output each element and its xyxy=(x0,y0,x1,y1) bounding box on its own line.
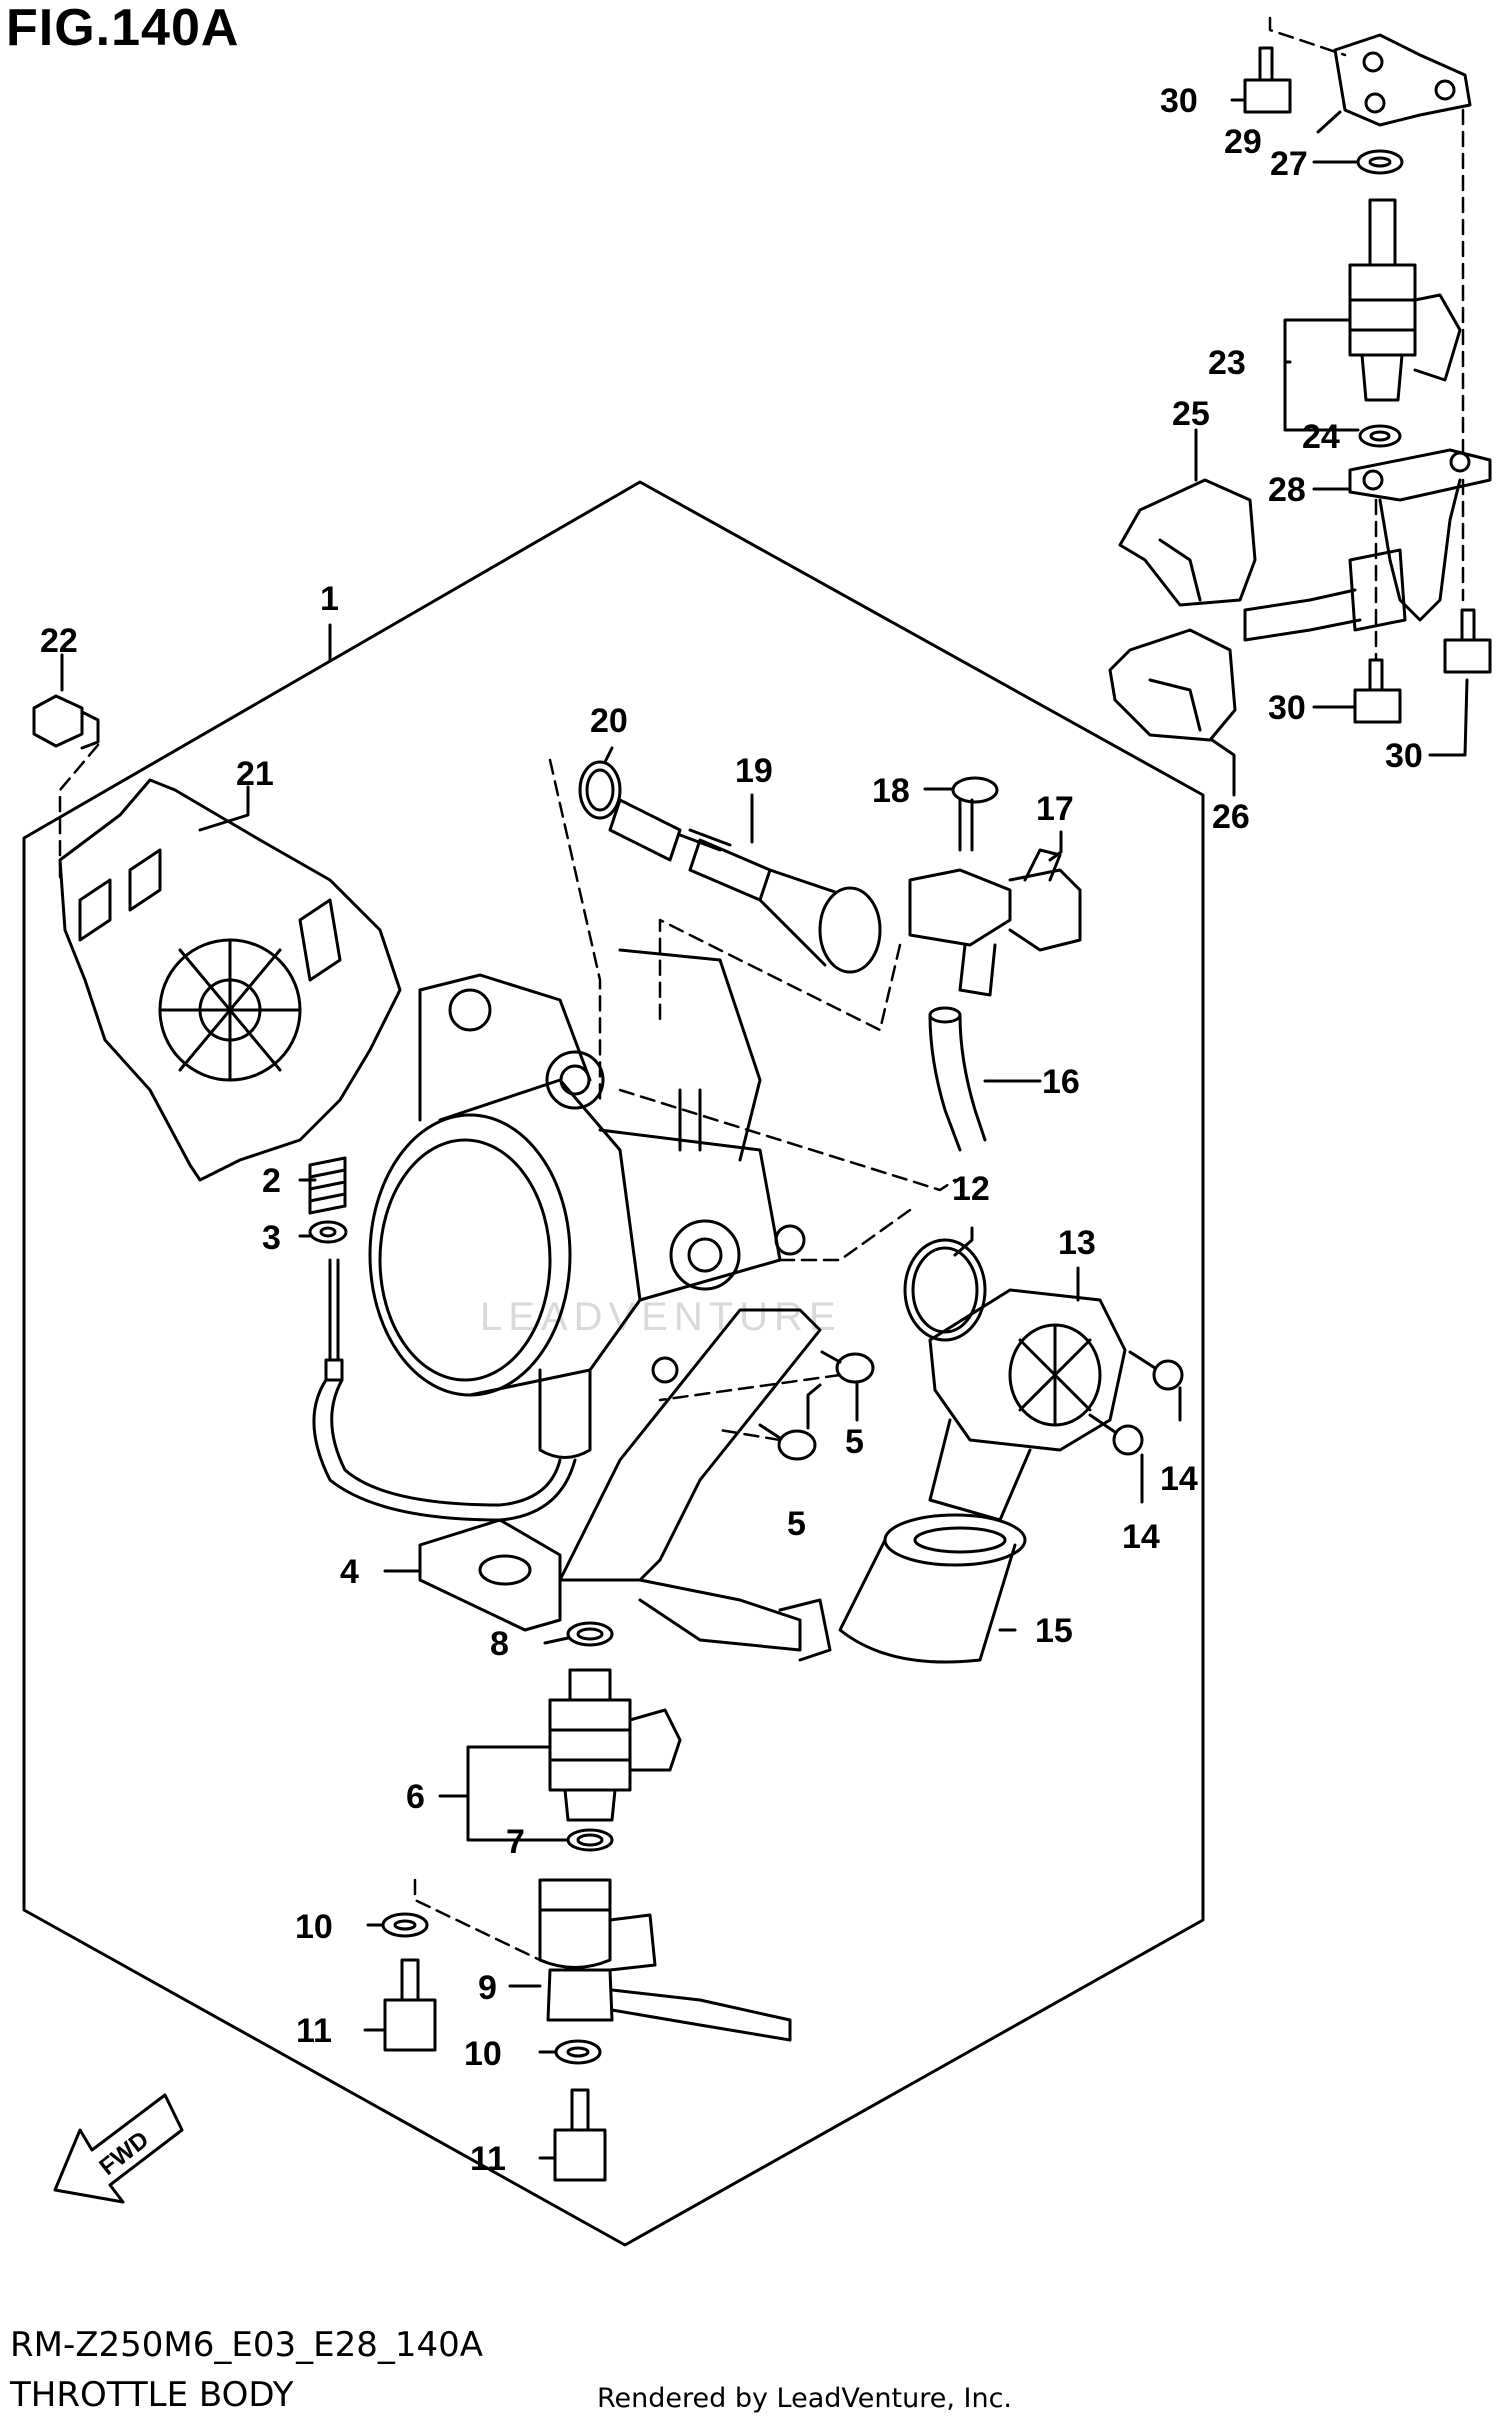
part-4-bracket xyxy=(418,1308,832,1662)
callout-28: 28 xyxy=(1268,471,1306,509)
dashed-reference-lines xyxy=(58,16,1465,1962)
part-6-injector xyxy=(548,1668,682,1822)
part-9-delivery-pipe xyxy=(538,1878,792,2042)
callout-13: 13 xyxy=(1058,1224,1096,1262)
callout-7: 7 xyxy=(506,1823,525,1861)
leader-lines xyxy=(60,98,1469,2160)
figure-title: FIG.140A xyxy=(6,0,240,57)
part-5-screw-lower xyxy=(758,1423,817,1461)
part-7-o-ring xyxy=(566,1828,614,1852)
callout-11-upper: 11 xyxy=(296,2012,332,2050)
callout-14-lower: 14 xyxy=(1122,1518,1160,1556)
callout-10-lower: 10 xyxy=(464,2035,502,2073)
part-16-hose xyxy=(928,1006,987,1152)
part-17-sensor xyxy=(908,848,1082,997)
callout-23: 23 xyxy=(1208,344,1246,382)
part-8-o-ring xyxy=(566,1621,614,1647)
render-credit: Rendered by LeadVenture, Inc. xyxy=(597,2383,1013,2414)
callout-5-lower: 5 xyxy=(787,1505,806,1543)
callout-29: 29 xyxy=(1224,123,1262,161)
part-3-washer xyxy=(308,1220,348,1244)
part-19-valve xyxy=(608,798,882,974)
part-30-bolt-middle xyxy=(1353,658,1402,724)
part-20-o-ring xyxy=(578,760,622,820)
part-14-screw-lower xyxy=(1088,1413,1144,1456)
part-10-washer-upper xyxy=(381,1912,429,1938)
callout-16: 16 xyxy=(1042,1063,1080,1101)
part-12-o-ring xyxy=(903,1238,987,1342)
fwd-arrow-icon: FWD xyxy=(53,2093,184,2204)
callout-9: 9 xyxy=(478,1969,497,2007)
callout-1: 1 xyxy=(320,580,339,618)
callout-labels: 1 22 21 2 3 4 8 6 7 10 9 11 10 11 20 19 … xyxy=(40,82,1423,2178)
callout-24: 24 xyxy=(1302,418,1340,456)
callout-10-upper: 10 xyxy=(295,1908,333,1946)
callout-3: 3 xyxy=(262,1219,281,1257)
part-29-bracket xyxy=(1333,33,1472,127)
callout-30-right: 30 xyxy=(1385,737,1423,775)
callout-21: 21 xyxy=(236,755,274,793)
part-30-bolt-right xyxy=(1443,608,1492,674)
section-name: THROTTLE BODY xyxy=(10,2375,294,2415)
part-1-throttle-body xyxy=(368,948,806,1459)
callout-6: 6 xyxy=(406,1778,425,1816)
part-11-bolt-lower xyxy=(553,2088,607,2182)
part-10-washer-lower xyxy=(554,2039,602,2065)
part-24-o-ring xyxy=(1358,424,1402,448)
part-30-bolt-top xyxy=(1243,46,1292,114)
callout-19: 19 xyxy=(735,752,773,790)
part-23-injector xyxy=(1348,198,1462,402)
part-18-screw xyxy=(951,776,999,852)
callout-14-upper: 14 xyxy=(1160,1460,1198,1498)
part-27-o-ring xyxy=(1356,149,1404,175)
part-15-cover xyxy=(838,1513,1027,1664)
diagram-code: RM-Z250M6_E03_E28_140A xyxy=(10,2325,484,2365)
callout-20: 20 xyxy=(590,702,628,740)
part-28-bracket xyxy=(1243,448,1492,642)
assembly-boundary xyxy=(22,480,1205,2247)
callout-30-top: 30 xyxy=(1160,82,1198,120)
part-22-bolt xyxy=(32,694,100,750)
callout-27: 27 xyxy=(1270,145,1308,183)
callout-25: 25 xyxy=(1172,395,1210,433)
part-26-holder xyxy=(1108,628,1237,742)
part-11-bolt-upper xyxy=(383,1958,437,2052)
idle-screw-rod xyxy=(312,1258,577,1522)
callout-11-lower: 11 xyxy=(470,2140,506,2178)
callout-5-upper: 5 xyxy=(845,1423,864,1461)
callout-22: 22 xyxy=(40,622,78,660)
part-14-screw-upper xyxy=(1128,1350,1184,1391)
part-25-holder xyxy=(1118,478,1257,607)
part-21-air-duct xyxy=(58,778,402,1182)
part-5-screw-upper xyxy=(820,1350,875,1384)
callout-17: 17 xyxy=(1036,790,1074,828)
callout-18: 18 xyxy=(872,772,910,810)
part-2-spring xyxy=(308,1156,347,1215)
callout-26: 26 xyxy=(1212,798,1250,836)
callout-4: 4 xyxy=(340,1553,359,1591)
callout-8: 8 xyxy=(490,1625,509,1663)
callout-15: 15 xyxy=(1035,1612,1073,1650)
callout-30-middle: 30 xyxy=(1268,689,1306,727)
callout-2: 2 xyxy=(262,1162,281,1200)
callout-12: 12 xyxy=(952,1170,990,1208)
part-13-sensor xyxy=(928,1288,1127,1522)
